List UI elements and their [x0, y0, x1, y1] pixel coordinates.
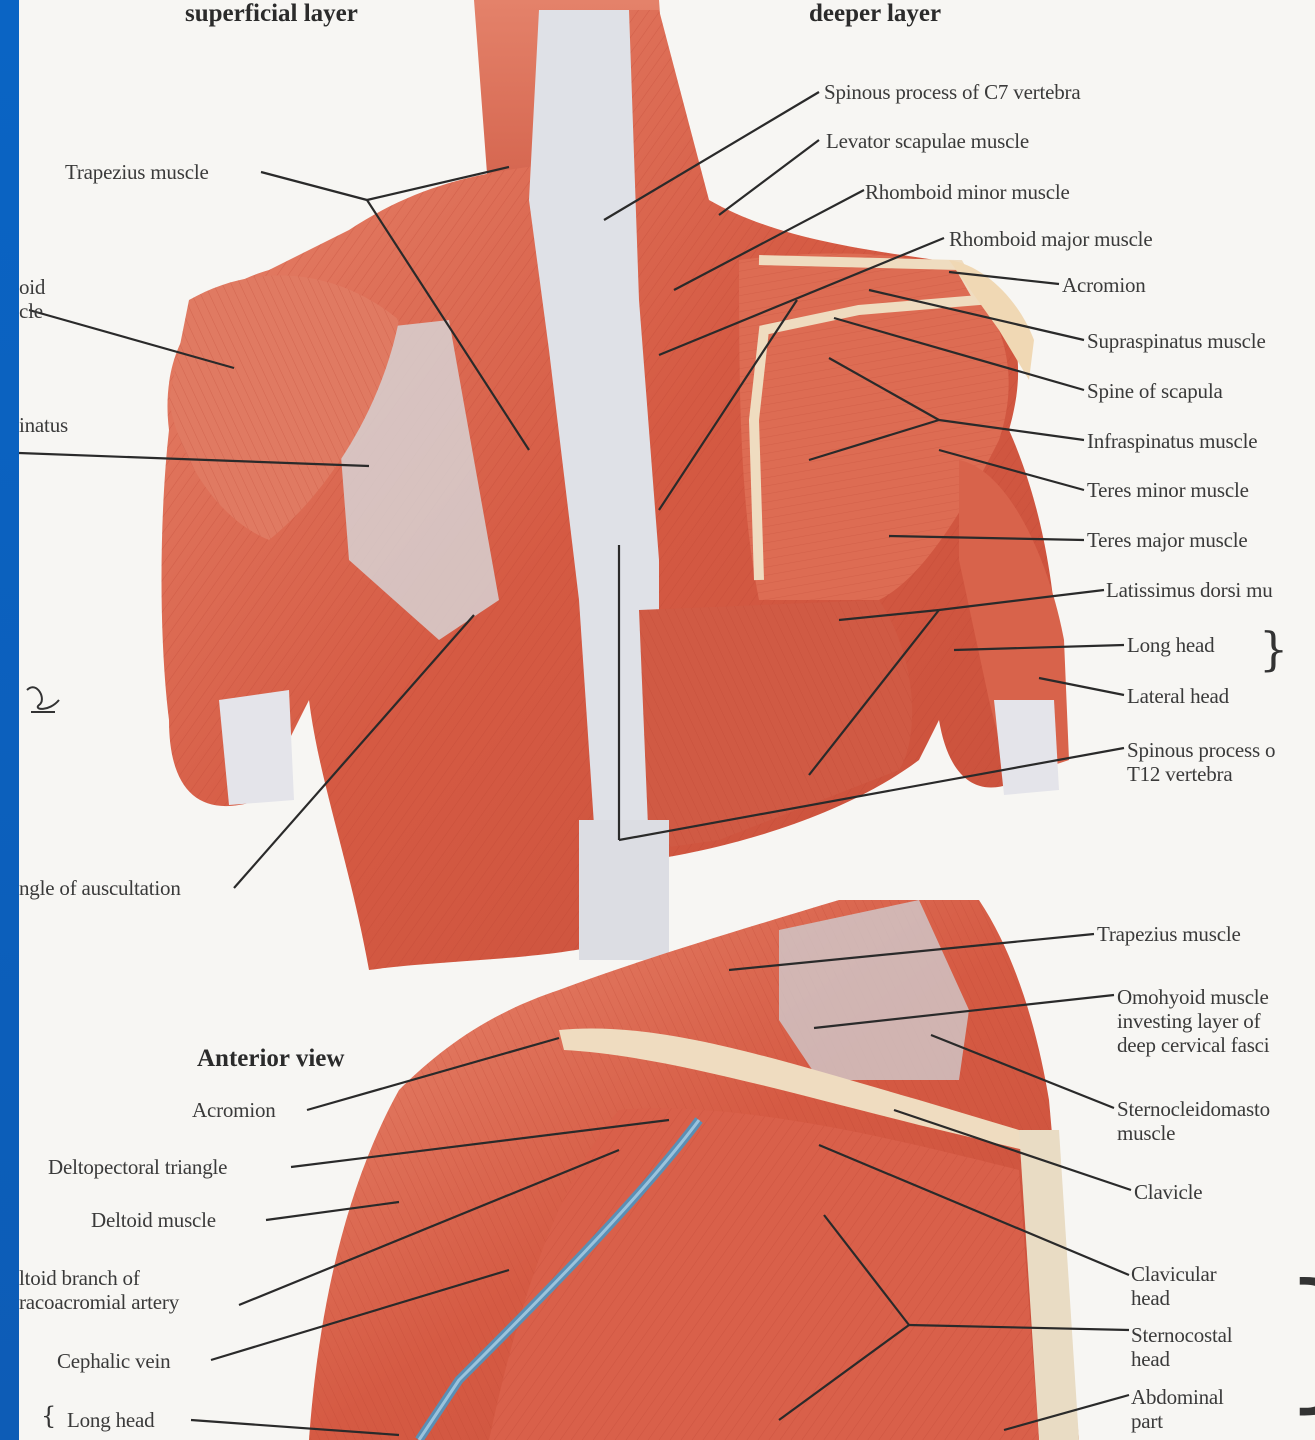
anterior-view-header: Anterior view — [197, 1045, 344, 1073]
triceps-brace: } — [1259, 626, 1288, 672]
label-spinous-c7: Spinous process of C7 vertebra — [824, 80, 1080, 104]
anterior-body — [309, 900, 1079, 1440]
label-latissimus-dorsi: Latissimus dorsi mu — [1106, 578, 1273, 602]
label-lateral-head: Lateral head — [1127, 684, 1229, 708]
label-acromion-posterior: Acromion — [1062, 273, 1146, 297]
anatomy-plate: superficial layer deeper layer Anterior … — [19, 0, 1315, 1440]
label-trapezius-posterior: Trapezius muscle — [65, 160, 209, 184]
label-levator-scapulae: Levator scapulae muscle — [826, 129, 1029, 153]
label-triangle-auscultation: ngle of auscultation — [19, 876, 181, 900]
label-long-head-posterior: Long head — [1127, 633, 1214, 657]
left-blue-sidebar — [0, 0, 19, 1440]
label-clavicle: Clavicle — [1134, 1180, 1202, 1204]
label-supraspinatus: Supraspinatus muscle — [1087, 329, 1266, 353]
label-acromion-anterior: Acromion — [192, 1098, 276, 1122]
label-omohyoid: Omohyoid muscle investing layer of deep … — [1117, 985, 1269, 1057]
label-cephalic-vein: Cephalic vein — [57, 1349, 170, 1373]
deeper-layer-header: deeper layer — [809, 0, 941, 28]
label-abdominal-part: Abdominal part — [1131, 1385, 1224, 1433]
label-teres-major: Teres major muscle — [1087, 528, 1248, 552]
label-infraspinatus: Infraspinatus muscle — [1087, 429, 1257, 453]
label-infraspinatus-partial: inatus — [19, 413, 68, 437]
label-teres-minor: Teres minor muscle — [1087, 478, 1249, 502]
artist-signature — [27, 687, 59, 712]
label-sternocostal-head: Sternocostal head — [1131, 1323, 1232, 1371]
label-rhomboid-minor: Rhomboid minor muscle — [865, 180, 1070, 204]
label-spinous-t12: Spinous process o T12 vertebra — [1127, 738, 1275, 786]
label-trapezius-anterior: Trapezius muscle — [1097, 922, 1241, 946]
label-clavicular-head: Clavicular head — [1131, 1262, 1216, 1310]
biceps-brace: { — [41, 1404, 56, 1428]
label-deltoid-partial: oid cle — [19, 275, 45, 323]
label-long-head-anterior: Long head — [67, 1408, 154, 1432]
label-deltoid-branch: ltoid branch of racoacromial artery — [19, 1266, 179, 1314]
label-spine-of-scapula: Spine of scapula — [1087, 379, 1223, 403]
superficial-layer-header: superficial layer — [185, 0, 358, 28]
label-deltopectoral-triangle: Deltopectoral triangle — [48, 1155, 227, 1179]
label-deltoid-muscle: Deltoid muscle — [91, 1208, 216, 1232]
pectoralis-brace: } — [1281, 1265, 1315, 1415]
label-rhomboid-major: Rhomboid major muscle — [949, 227, 1152, 251]
label-sternocleidomastoid: Sternocleidomasto muscle — [1117, 1097, 1270, 1145]
